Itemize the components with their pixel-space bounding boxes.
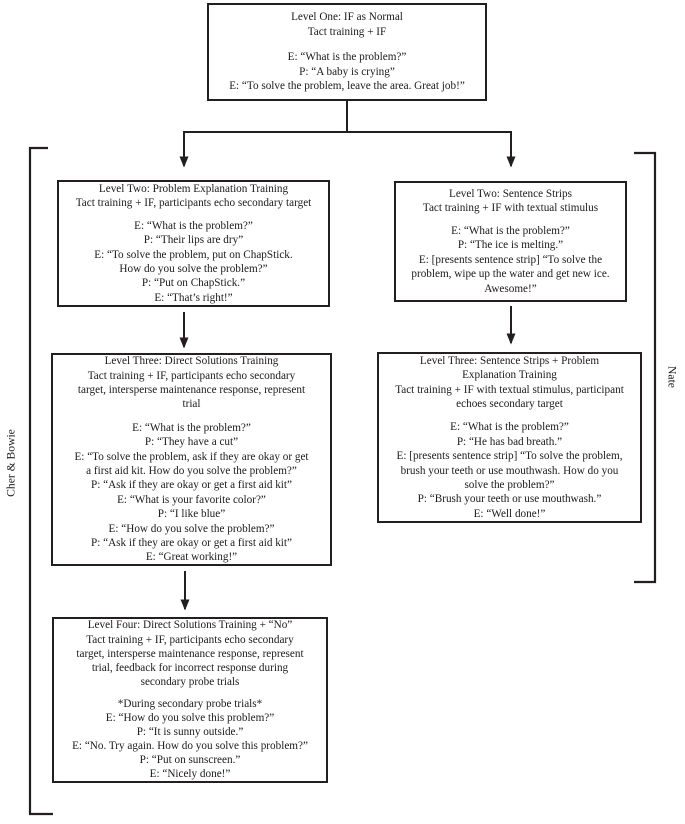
text-line: E: “To solve the problem, put on ChapSti… [94,248,293,261]
level-four-box: Level Four: Direct Solutions Training + … [52,617,328,783]
text-line: target, intersperse maintenance response… [76,647,304,660]
left-bracket [28,146,53,816]
level-two-left-dialogue: E: “What is the problem?” P: “Their lips … [94,219,292,305]
text-line: P: “Put on sunscreen.” [139,754,241,767]
text-line: E: “To solve the problem, leave the area… [229,80,465,93]
text-line: Level Two: Sentence Strips [449,188,572,201]
text-line: E: “What is the problem?” [134,219,253,232]
text-line: Tact training + IF with textual stimulus [422,202,599,215]
text-line: P: “They have a cut” [144,436,239,449]
text-line: P: “Ask if they are okay or get a first … [90,537,292,550]
level-three-left-dialogue: E: “What is the problem?” P: “They have a… [74,421,308,565]
text-line: brush your teeth or use mouthwash. How d… [400,464,619,477]
level-three-right-dialogue: E: “What is the problem?”P: “He has bad … [396,420,622,521]
text-line: Level Three: Sentence Strips + Problem [419,354,600,367]
text-line: Tact training + IF, participants echo se… [75,197,312,210]
text-line: P: “Put on ChapStick.” [141,277,246,290]
text-line: *During secondary probe trials* [117,697,263,710]
left-bracket-label: Cher & Bowie [4,429,18,497]
text-line: Tact training + IF [307,25,387,38]
text-line: E: “Great working!” [145,551,238,564]
level-two-right-dialogue: E: “What is the problem?” P: “The ice is … [411,224,609,296]
text-line: P: “Brush your teeth or use mouthwash.” [417,493,602,506]
right-bracket-label: Nate [665,366,679,388]
text-line: E: [presents sentence strip] “To solve t… [418,253,603,266]
text-line: E: “What is the problem?” [132,421,251,434]
text-line: Level Three: Direct Solutions Training [104,355,279,368]
split-connector [184,101,511,133]
text-line: problem, wipe up the water and get new i… [411,268,610,281]
text-line: E: “That’s right!” [154,291,233,304]
text-line: a first aid kit. How do you solve the pr… [86,465,297,477]
text-line: P: “A baby is crying” [299,65,395,78]
level-one-dialogue: E: “What is the problem?”P: “A baby is c… [229,50,465,93]
text-line: E: “How do you solve this problem?” [105,712,275,725]
text-line: secondary probe trials [140,675,240,688]
text-line: P: “It is sunny outside.” [136,726,244,739]
text-line: Tact training + IF, participants echo se… [87,369,296,382]
text-line: Tact training + IF with textual stimulus… [395,383,624,396]
level-four-header: Level Four: Direct Solutions Training + … [76,618,303,688]
text-line: E: [presents sentence strip] “To solve t… [396,450,623,463]
text-line: trial, feedback for incorrect response d… [91,661,289,674]
level-four-dialogue: *During secondary probe trials* E: “How d… [72,697,308,782]
text-line: E: “Well done!” [473,507,546,520]
text-line: solve the problem?” [464,479,555,492]
text-line: P: “Their lips are dry” [143,234,244,247]
text-line: E: “How do you solve the problem?” [108,522,275,535]
text-line: P: “The ice is melting.” [457,239,564,252]
text-line: P: “He has bad breath.” [456,435,563,448]
text-line: E: “What is the problem?” [451,224,570,237]
text-line: E: “No. Try again. How do you solve this… [72,740,308,753]
text-line: trial [182,398,201,411]
text-line: E: “To solve the problem, ask if they ar… [74,450,309,463]
text-line: P: “Ask if they are okay or get a first … [90,479,292,492]
text-line: echoes secondary target [456,397,563,410]
text-line: Level Four: Direct Solutions Training + … [87,619,293,632]
text-line: E: “What is the problem?” [450,421,569,434]
text-line: E: “What is your favorite color?” [117,493,266,506]
text-line: Tact training + IF, participants echo se… [86,633,294,646]
text-line: Level One: IF as Normal [291,11,403,24]
text-line: Awesome!” [484,282,537,295]
text-line: How do you solve the problem?” [119,262,268,275]
text-line: Level Two: Problem Explanation Training [98,182,289,195]
text-line: E: “Nicely done!” [149,768,231,781]
text-line: P: “I like blue” [157,508,226,521]
text-line: E: “What is the problem?” [287,51,407,64]
text-line: target, intersperse maintenance response… [77,383,306,396]
text-line: Explanation Training [462,369,557,382]
